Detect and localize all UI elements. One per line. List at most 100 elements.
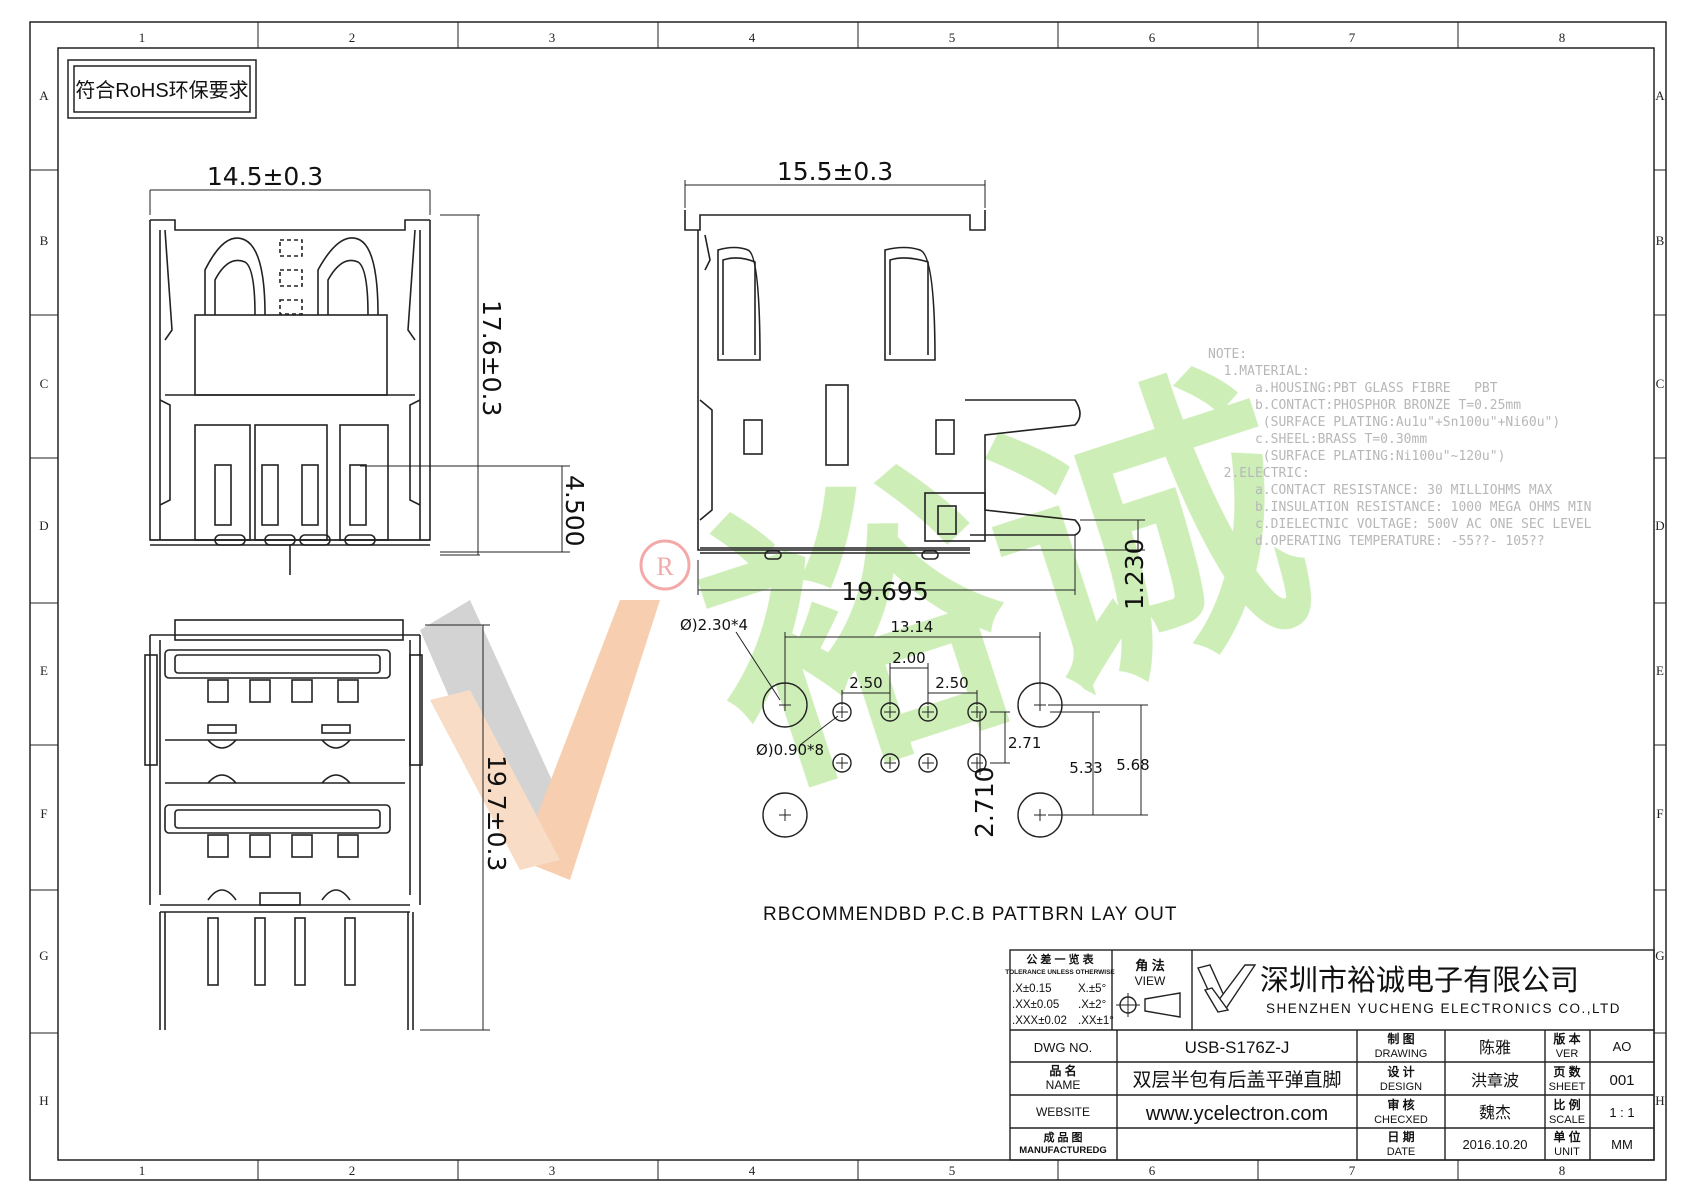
grid-labels: 1 2 3 4 5 6 7 8 1 2 3 4 5 6 7 8 A B C D … [39, 30, 1665, 1178]
ver-value: AO [1613, 1039, 1632, 1054]
dwg-no-value: USB-S176Z-J [1185, 1038, 1290, 1057]
col-label-8: 8 [1559, 30, 1566, 45]
pcb-small-hole-6 [880, 753, 900, 773]
watermark-registered-mark [639, 539, 691, 591]
note-line: (SURFACE PLATING:Ni100u"~120u") [1208, 449, 1505, 464]
company-name-en: SHENZHEN YUCHENG ELECTRONICS CO.,LTD [1266, 1001, 1621, 1016]
scale-label-cn: 比 例 [1553, 1097, 1580, 1112]
pcb-small-holes-label: Ø)0.90*8 [756, 741, 824, 759]
pcb-small-hole-5 [832, 753, 852, 773]
bottom-view [144, 619, 490, 1031]
checked-label-cn: 审 核 [1387, 1097, 1414, 1112]
tolerance-subtitle: TOLERANCE UNLESS OTHERWISE [1005, 969, 1115, 976]
rohs-text: 符合RoHS环保要求 [75, 79, 248, 102]
col-label-3-bottom: 3 [549, 1163, 556, 1178]
note-line: c.DIELECTNIC VOLTAGE: 500V AC ONE SEC LE… [1208, 517, 1592, 532]
pcb-pitch-center-dim: 2.00 [892, 649, 925, 667]
pcb-small-hole-8 [967, 753, 987, 773]
sheet-label-en: SHEET [1549, 1081, 1586, 1093]
website-value[interactable]: www.ycelectron.com [1145, 1103, 1328, 1125]
row-label-C-right: C [1656, 376, 1665, 391]
watermark-registered-letter: R [656, 552, 674, 581]
tolerance-row: .XX±0.05 [1012, 999, 1059, 1011]
row-label-H: H [39, 1093, 48, 1108]
mfg-label-cn: 成 品 图 [1043, 1130, 1082, 1144]
sheet-value: 001 [1609, 1072, 1634, 1089]
front-width-dim: 14.5±0.3 [207, 162, 323, 191]
side-view [684, 180, 1145, 595]
col-label-1: 1 [139, 30, 146, 45]
tolerance-title: 公 差 一 览 表 [1026, 952, 1094, 966]
design-label-cn: 设 计 [1387, 1064, 1414, 1079]
ver-label-en: VER [1556, 1048, 1579, 1060]
side-depth-dim: 19.695 [841, 577, 928, 606]
ver-label-cn: 版 本 [1553, 1031, 1580, 1046]
rohs-box: 符合RoHS环保要求 [67, 59, 257, 119]
note-line: a.CONTACT RESISTANCE: 30 MILLIOHMS MAX [1208, 483, 1553, 498]
outer-border [29, 21, 1667, 1181]
mfg-label-en: MANUFACTUREDG [1019, 1145, 1107, 1156]
pcb-span-dim: 13.14 [891, 618, 934, 636]
row-label-D: D [39, 518, 48, 533]
col-label-1-bottom: 1 [139, 1163, 146, 1178]
drawing-value: 陈雅 [1479, 1039, 1511, 1057]
side-offset-dim: 1.230 [1120, 538, 1149, 610]
note-line: 1.MATERIAL: [1208, 364, 1310, 379]
row-label-B-right: B [1656, 233, 1665, 248]
front-pin-dim: 4.500 [560, 475, 589, 547]
date-label-cn: 日 期 [1387, 1129, 1414, 1144]
scale-label-en: SCALE [1549, 1114, 1585, 1126]
title-block [1009, 949, 1655, 1161]
row-label-E: E [40, 663, 48, 678]
tolerance-row: .X±0.15 [1012, 983, 1052, 995]
note-line: b.INSULATION RESISTANCE: 1000 MEGA OHMS … [1208, 500, 1592, 515]
sheet-frame [29, 21, 1667, 1181]
col-label-3: 3 [549, 30, 556, 45]
checked-label-en: CHECXED [1374, 1114, 1428, 1126]
front-height-dim: 17.6±0.3 [477, 300, 506, 416]
col-label-2-bottom: 2 [349, 1163, 356, 1178]
drawing-label-cn: 制 图 [1387, 1031, 1414, 1046]
pcb-small-hole-7 [918, 753, 938, 773]
row-label-H-right: H [1655, 1093, 1664, 1108]
tolerance-angle: .X±2° [1078, 999, 1106, 1011]
row-label-B: B [40, 233, 49, 248]
col-label-7: 7 [1349, 30, 1356, 45]
dwg-no-label: DWG NO. [1034, 1040, 1093, 1055]
tolerance-row: .XXX±0.02 [1012, 1015, 1067, 1027]
pcb-layout [735, 631, 1148, 838]
inner-border [57, 47, 1655, 1161]
row-label-G: G [39, 948, 48, 963]
col-label-4-bottom: 4 [749, 1163, 756, 1178]
view-label-cn: 角 法 [1135, 958, 1165, 973]
pcb-layout-title: RBCOMMENDBD P.C.B PATTBRN LAY OUT [763, 904, 1177, 925]
col-label-4: 4 [749, 30, 756, 45]
row-label-G-right: G [1655, 948, 1664, 963]
watermark-logo-orange-2 [430, 690, 560, 870]
note-line: 2.ELECTRIC: [1208, 466, 1310, 481]
tolerance-angle: .XX±1° [1078, 1015, 1114, 1027]
sheet-label-cn: 页 数 [1553, 1064, 1581, 1079]
col-label-6: 6 [1149, 30, 1156, 45]
col-label-5: 5 [949, 30, 956, 45]
pcb-large-hole-3 [762, 792, 808, 838]
date-value: 2016.10.20 [1462, 1137, 1527, 1152]
date-label-en: DATE [1387, 1146, 1416, 1158]
name-label-en: NAME [1046, 1078, 1081, 1092]
row-label-A-right: A [1655, 88, 1665, 103]
drawing-label-en: DRAWING [1375, 1048, 1428, 1060]
pcb-large-holes-label: Ø)2.30*4 [680, 616, 748, 634]
checked-value: 魏杰 [1479, 1104, 1511, 1122]
watermark-logo-gray [420, 600, 570, 860]
row-label-F: F [40, 806, 47, 821]
note-line: c.SHEEL:BRASS T=0.30mm [1208, 432, 1427, 447]
col-label-7-bottom: 7 [1349, 1163, 1356, 1178]
unit-label-cn: 单 位 [1553, 1129, 1580, 1144]
tolerance-angle: X.±5° [1078, 983, 1106, 995]
row-label-C: C [40, 376, 49, 391]
unit-value: MM [1611, 1137, 1633, 1152]
design-label-en: DESIGN [1380, 1081, 1422, 1093]
pcb-pitch-left-dim: 2.50 [849, 674, 882, 692]
design-value: 洪章波 [1471, 1072, 1519, 1090]
note-line: b.CONTACT:PHOSPHOR BRONZE T=0.25mm [1208, 398, 1521, 413]
